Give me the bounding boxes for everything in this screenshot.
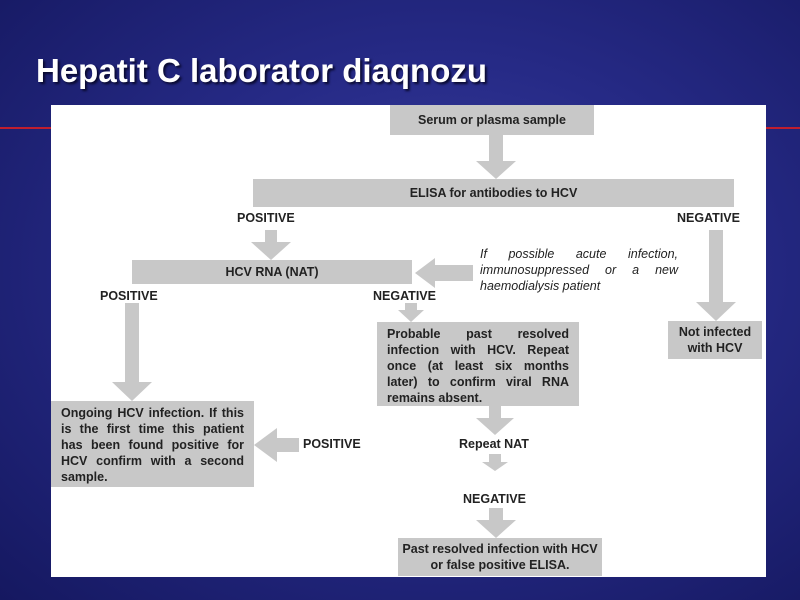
arrow-repeat-to-ongoing: [254, 428, 299, 462]
title-rule-right: [766, 127, 800, 129]
arrow-negative-to-past-resolved: [476, 508, 516, 538]
flowchart-arrows: [112, 135, 736, 538]
arrow-nat-to-probable: [398, 303, 424, 322]
ongoing-infection-box: Ongoing HCV infection. If this is the fi…: [51, 401, 254, 487]
nat-positive-label: POSITIVE: [100, 289, 158, 303]
past-resolved-box: Past resolved infection with HCV or fals…: [398, 538, 602, 576]
arrow-elisa-to-nat: [251, 230, 291, 260]
slide-title: Hepatit C laborator diaqnozu: [36, 52, 488, 89]
sample-box: Serum or plasma sample: [390, 105, 594, 135]
not-infected-box: Not infected with HCV: [668, 321, 762, 359]
acute-infection-note: If possible acute infection, immunosuppr…: [480, 247, 678, 293]
flowchart-panel: Serum or plasma sample ELISA for antibod…: [51, 105, 766, 577]
nat-negative-label: NEGATIVE: [373, 289, 436, 303]
elisa-positive-label: POSITIVE: [237, 211, 295, 225]
title-rule-left: [0, 127, 51, 129]
elisa-negative-label: NEGATIVE: [677, 211, 740, 225]
arrow-repeat-to-negative-label: [482, 454, 508, 471]
arrow-note-to-nat: [415, 258, 473, 288]
arrow-sample-to-elisa: [476, 135, 516, 179]
arrow-probable-to-repeat: [476, 406, 514, 435]
repeat-nat-label: Repeat NAT: [459, 437, 529, 451]
arrow-nat-to-ongoing: [112, 303, 152, 401]
repeat-positive-label: POSITIVE: [303, 437, 361, 451]
elisa-box: ELISA for antibodies to HCV: [253, 179, 734, 207]
repeat-negative-label: NEGATIVE: [463, 492, 526, 506]
arrow-elisa-to-not-infected: [696, 230, 736, 321]
probable-past-box: Probable past resolved infection with HC…: [377, 322, 579, 406]
nat-box: HCV RNA (NAT): [132, 260, 412, 284]
